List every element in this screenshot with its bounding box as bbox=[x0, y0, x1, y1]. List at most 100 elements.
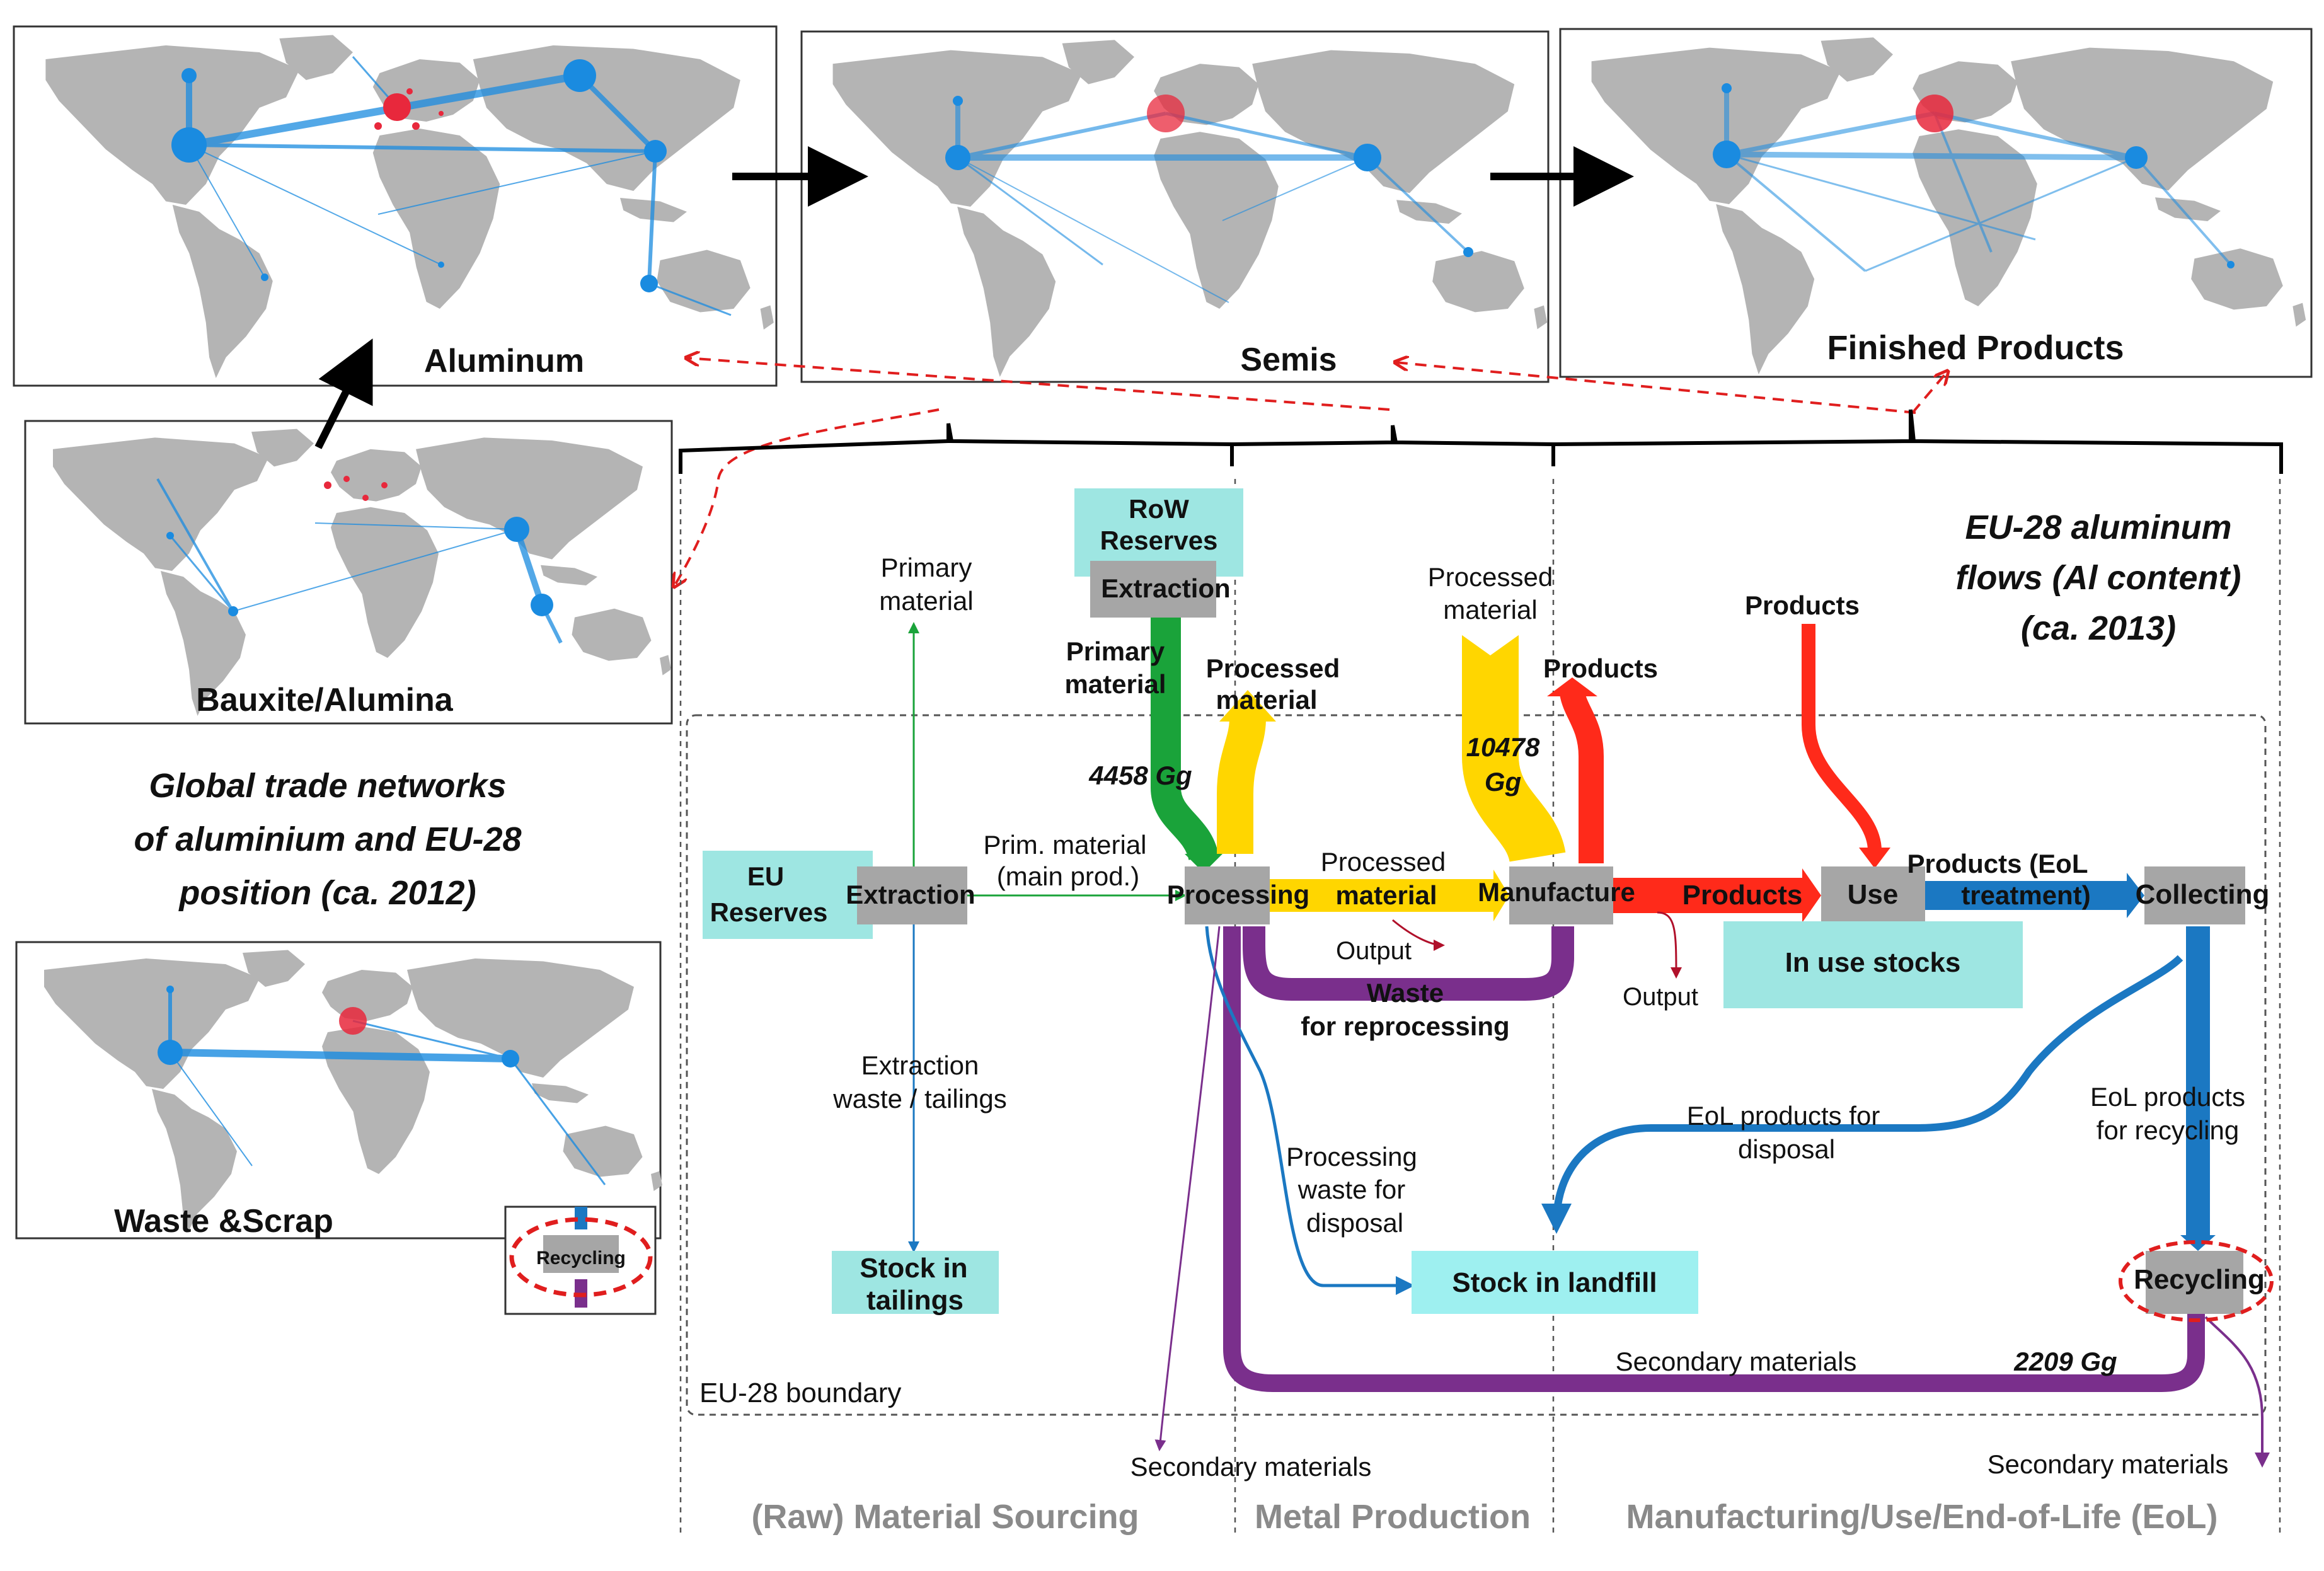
map-panel-waste-scrap: Waste &Scrap bbox=[15, 941, 662, 1240]
phase-production: Metal Production bbox=[1255, 1498, 1531, 1536]
map-panel-semis: Semis bbox=[800, 30, 1550, 383]
flow-products-import bbox=[1802, 624, 1882, 851]
inset-recycling: Recycling bbox=[504, 1206, 657, 1315]
svg-text:Extraction: Extraction bbox=[861, 1050, 979, 1080]
svg-text:Prim. material: Prim. material bbox=[983, 830, 1146, 860]
svg-text:Secondary materials: Secondary materials bbox=[1987, 1449, 2229, 1479]
map-title-finished: Finished Products bbox=[1827, 329, 2124, 367]
svg-text:Products: Products bbox=[1543, 653, 1658, 683]
map-panel-bauxite: Bauxite/Alumina bbox=[24, 420, 673, 725]
svg-text:tailings: tailings bbox=[866, 1285, 964, 1316]
svg-text:EoL products: EoL products bbox=[2090, 1082, 2245, 1112]
flow-secondary-left bbox=[1154, 926, 1221, 1451]
svg-text:Extraction: Extraction bbox=[846, 880, 975, 909]
flow-output-2 bbox=[1657, 911, 1682, 979]
svg-text:Stock in landfill: Stock in landfill bbox=[1452, 1267, 1657, 1298]
node-in-use-stocks: In use stocks bbox=[1723, 921, 2023, 1008]
svg-text:Reserves: Reserves bbox=[710, 897, 828, 927]
phase-labels: (Raw) Material Sourcing Metal Production… bbox=[751, 1498, 2218, 1536]
map-to-phase-connectors bbox=[674, 358, 1947, 586]
flow-waste-reprocessing bbox=[1243, 926, 1574, 1001]
flow-primary-material-import bbox=[1151, 618, 1219, 861]
flow-labels: Primary material Primary material Proces… bbox=[832, 553, 2245, 1482]
node-stock-in-landfill: Stock in landfill bbox=[1412, 1251, 1698, 1314]
svg-text:(main prod.): (main prod.) bbox=[997, 861, 1139, 891]
node-use: Use bbox=[1821, 866, 1925, 924]
map-panel-aluminum: Aluminum bbox=[13, 25, 778, 387]
svg-text:Secondary materials: Secondary materials bbox=[1616, 1347, 1857, 1376]
aluminum-nodes bbox=[171, 59, 667, 292]
aluminum-trade-network bbox=[186, 56, 732, 316]
svg-text:material: material bbox=[1064, 669, 1166, 699]
svg-text:position (ca. 2012): position (ca. 2012) bbox=[178, 874, 476, 912]
svg-text:4458 Gg: 4458 Gg bbox=[1088, 761, 1192, 790]
svg-text:2209 Gg: 2209 Gg bbox=[2013, 1347, 2117, 1376]
svg-text:Gg: Gg bbox=[1485, 767, 1521, 797]
node-eu-extraction: Extraction bbox=[846, 866, 975, 924]
svg-text:for reprocessing: for reprocessing bbox=[1301, 1011, 1509, 1041]
svg-text:Stock in: Stock in bbox=[860, 1253, 967, 1284]
eu-node bbox=[383, 93, 411, 121]
svg-text:Extraction: Extraction bbox=[1101, 573, 1230, 603]
global-caption: Global trade networks of aluminium and E… bbox=[134, 767, 521, 912]
flow-secondary-materials bbox=[1223, 926, 2205, 1392]
svg-text:EoL products for: EoL products for bbox=[1687, 1101, 1880, 1131]
flow-processing-waste-disposal bbox=[1205, 926, 1415, 1295]
svg-text:flows (Al content): flows (Al content) bbox=[1956, 559, 2241, 597]
svg-text:Secondary materials: Secondary materials bbox=[1130, 1452, 1372, 1482]
flow-products-export bbox=[1560, 690, 1604, 863]
eu28-boundary bbox=[686, 714, 2267, 1416]
flow-secondary-right bbox=[2204, 1316, 2270, 1468]
map-title-waste: Waste &Scrap bbox=[114, 1203, 333, 1240]
svg-text:material: material bbox=[1216, 685, 1317, 715]
svg-text:EU-28 aluminum: EU-28 aluminum bbox=[1965, 509, 2231, 546]
svg-text:material: material bbox=[1443, 595, 1537, 624]
svg-text:Products: Products bbox=[1745, 590, 1860, 620]
map-title-aluminum: Aluminum bbox=[424, 343, 584, 379]
phase-braces bbox=[679, 409, 2283, 474]
svg-text:Products (EoL: Products (EoL bbox=[1907, 849, 2088, 878]
svg-text:waste for: waste for bbox=[1297, 1175, 1405, 1204]
flow-products-internal bbox=[1613, 878, 1802, 913]
phase-manufacturing: Manufacturing/Use/End-of-Life (EoL) bbox=[1626, 1498, 2218, 1536]
flow-output-1 bbox=[1392, 919, 1445, 951]
phase-sourcing: (Raw) Material Sourcing bbox=[751, 1498, 1139, 1536]
map-title-bauxite: Bauxite/Alumina bbox=[196, 682, 453, 718]
boundary-label: EU-28 boundary bbox=[699, 1378, 901, 1408]
svg-text:disposal: disposal bbox=[1306, 1208, 1403, 1238]
svg-text:Processed: Processed bbox=[1428, 562, 1553, 592]
node-eu-reserves: EU Reserves bbox=[703, 851, 873, 939]
svg-text:Products: Products bbox=[1683, 880, 1803, 911]
inset-recycling-label: Recycling bbox=[536, 1248, 626, 1269]
svg-text:for recycling: for recycling bbox=[2097, 1115, 2239, 1145]
svg-text:(ca. 2013): (ca. 2013) bbox=[2021, 609, 2176, 647]
svg-text:10478: 10478 bbox=[1466, 732, 1540, 762]
svg-text:material: material bbox=[879, 586, 973, 616]
svg-text:Waste: Waste bbox=[1367, 978, 1444, 1008]
svg-text:waste / tailings: waste / tailings bbox=[832, 1084, 1006, 1114]
node-processing: Processing bbox=[1167, 866, 1309, 924]
svg-text:Processed: Processed bbox=[1206, 653, 1340, 683]
svg-text:Output: Output bbox=[1336, 937, 1412, 965]
flow-processed-material-export bbox=[1217, 717, 1266, 854]
finished-trade-network bbox=[1724, 88, 2232, 272]
svg-text:Primary: Primary bbox=[881, 553, 972, 582]
node-stock-in-tailings: Stock in tailings bbox=[832, 1251, 999, 1316]
svg-text:Output: Output bbox=[1623, 983, 1698, 1011]
svg-text:RoW: RoW bbox=[1129, 494, 1189, 524]
svg-text:Reserves: Reserves bbox=[1100, 526, 1218, 555]
flow-processed-material-internal bbox=[1270, 879, 1493, 912]
svg-text:material: material bbox=[1335, 880, 1437, 910]
node-collecting: Collecting bbox=[2136, 866, 2270, 924]
svg-text:Global trade networks: Global trade networks bbox=[149, 767, 506, 805]
svg-text:Use: Use bbox=[1848, 879, 1899, 910]
svg-text:disposal: disposal bbox=[1738, 1134, 1835, 1164]
flow-products-eol bbox=[1925, 881, 2127, 910]
svg-text:Recycling: Recycling bbox=[2134, 1264, 2265, 1295]
map-panel-finished-products: Finished Products bbox=[1559, 28, 2313, 378]
flow-eol-disposal bbox=[1541, 955, 2183, 1234]
svg-text:Collecting: Collecting bbox=[2136, 879, 2270, 910]
svg-text:Processing: Processing bbox=[1167, 880, 1309, 909]
